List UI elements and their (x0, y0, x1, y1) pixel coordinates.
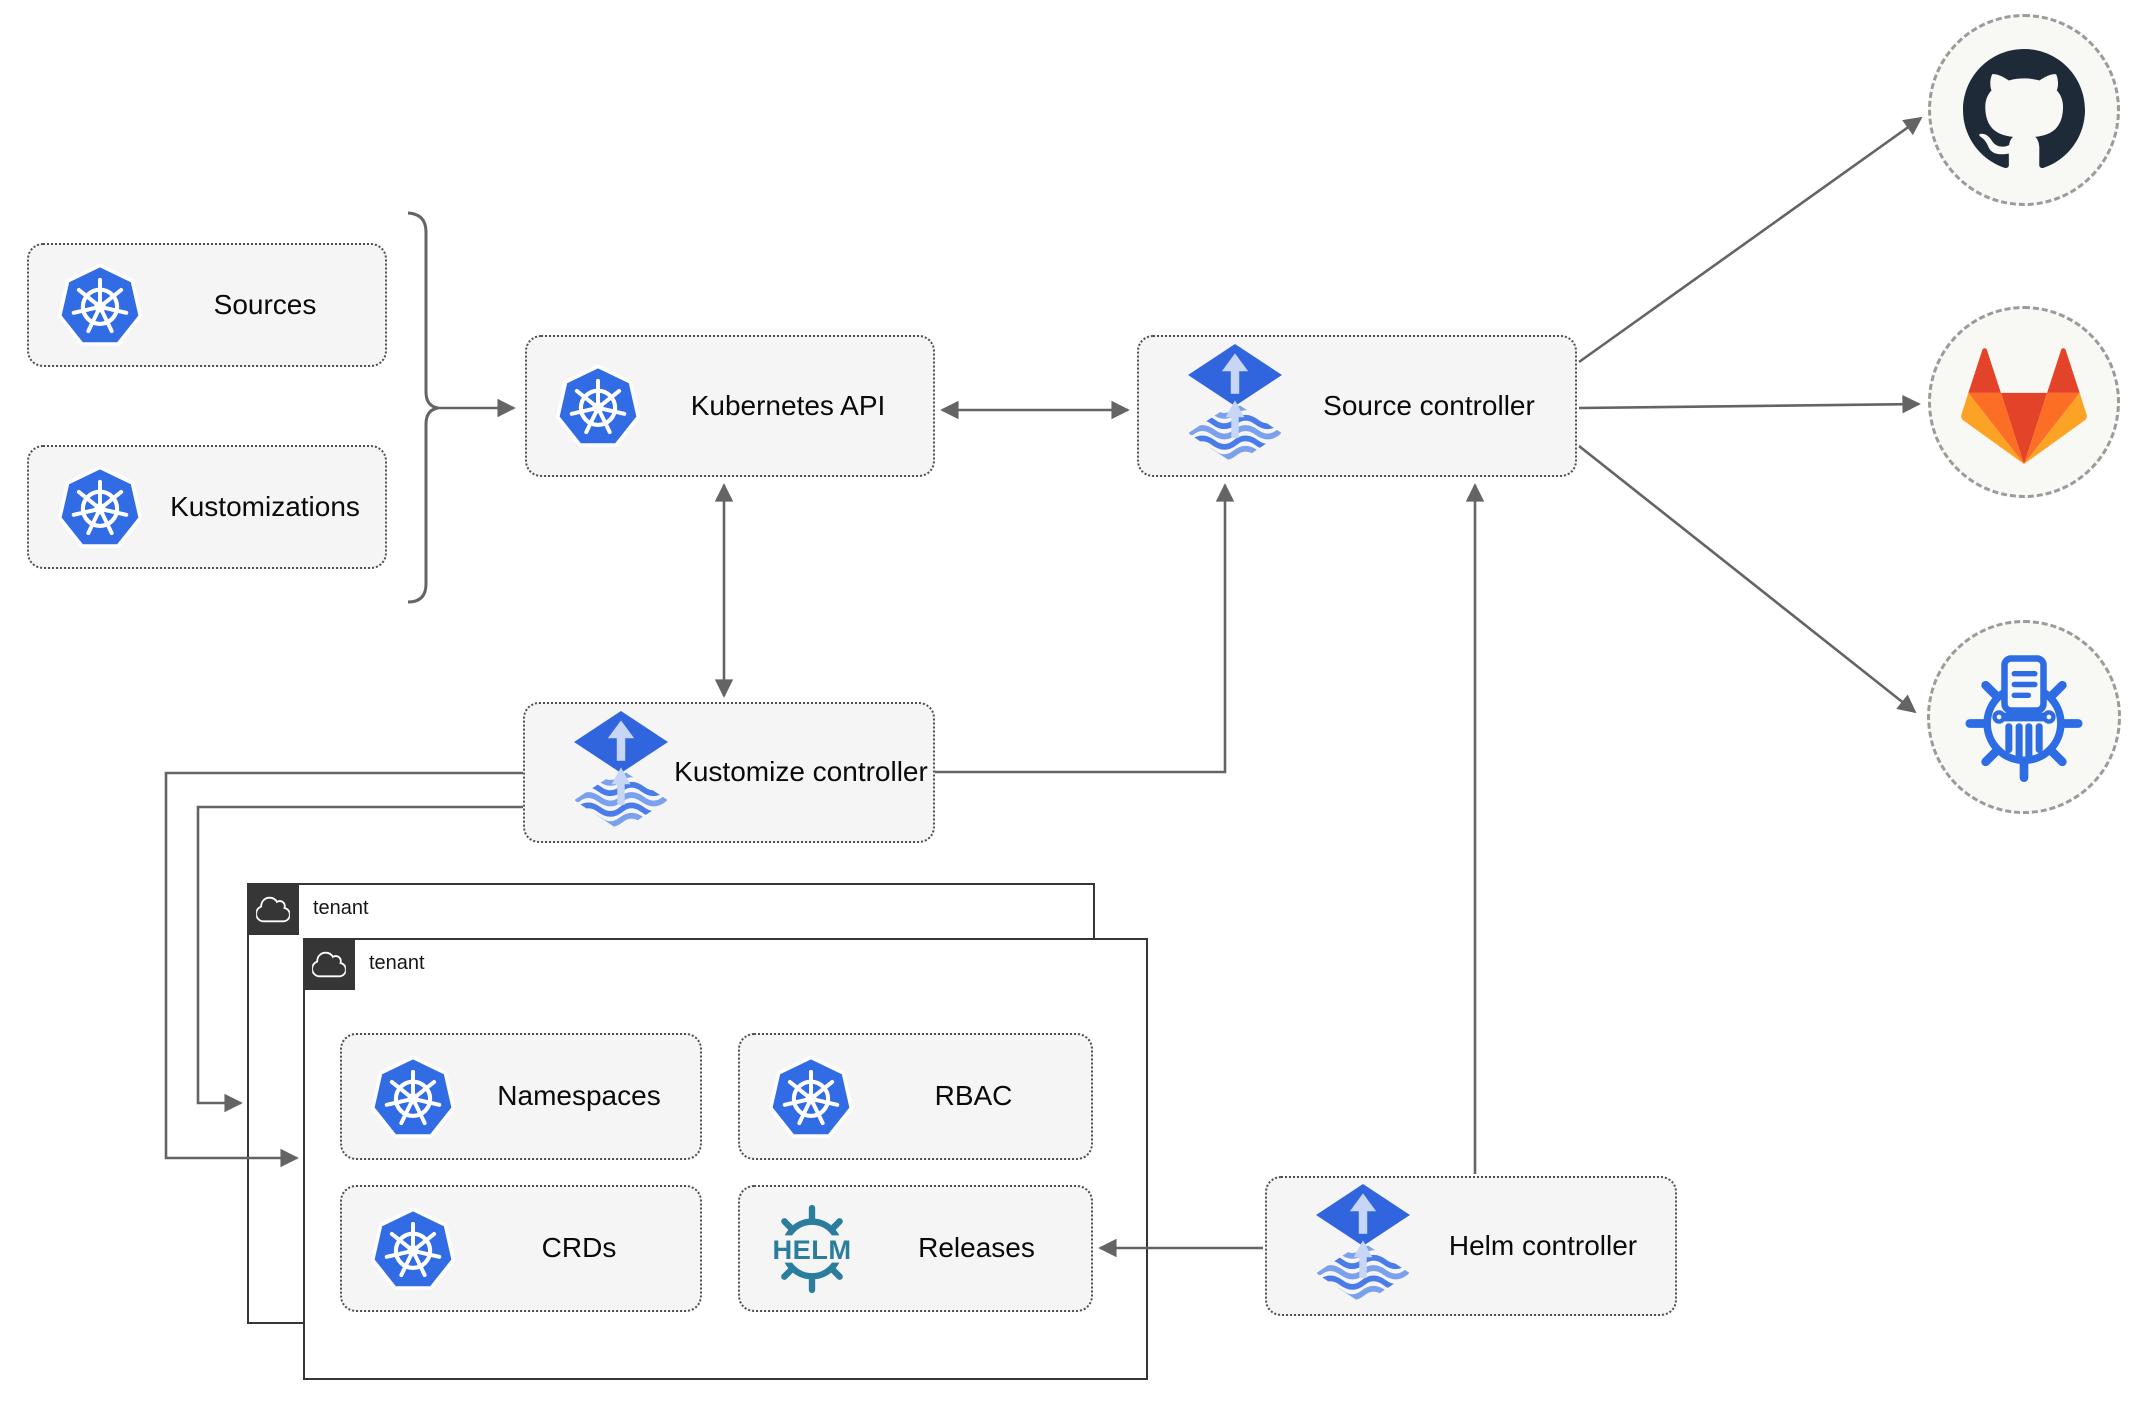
edge-bracket-sources-group (407, 211, 439, 604)
kubernetes-icon (368, 1203, 458, 1295)
node-label: Releases (918, 1232, 1035, 1264)
node-namespaces: Namespaces (340, 1033, 702, 1160)
cloud-icon (256, 896, 290, 923)
node-crds: CRDs (340, 1185, 702, 1312)
node-helm-controller: Helm controller (1265, 1176, 1677, 1316)
tenant-header (247, 883, 299, 935)
flux-icon (1187, 344, 1283, 468)
node-kustomize-controller: Kustomize controller (523, 702, 935, 843)
node-label: RBAC (934, 1080, 1013, 1112)
node-label: CRDs (541, 1232, 617, 1264)
node-rbac: RBAC (738, 1033, 1093, 1160)
helm-wordmark: HELM (772, 1234, 851, 1265)
node-label: Kustomize controller (674, 756, 928, 788)
node-label: Helm controller (1448, 1229, 1638, 1261)
edge-kustomize-controller-to-source-controller (935, 483, 1235, 774)
gitlab-icon (1961, 339, 2087, 465)
helm-icon: HELM (763, 1204, 861, 1293)
edge-source-controller-to-helm-repository (1578, 444, 1917, 714)
helm-repository-node (1927, 620, 2121, 814)
kubernetes-icon (55, 259, 145, 351)
edge-source-controller-to-gitlab (1578, 394, 1921, 414)
tenant-label: tenant (313, 897, 369, 919)
node-label: Source controller (1323, 389, 1535, 421)
kubernetes-icon (368, 1051, 458, 1143)
node-label: Kustomizations (170, 490, 360, 522)
github-icon (1963, 49, 2085, 171)
kubernetes-icon (55, 461, 145, 553)
node-releases: HELM Releases (738, 1185, 1093, 1312)
node-label: Namespaces (497, 1080, 661, 1112)
tenant-header (303, 938, 355, 990)
github-node (1928, 14, 2120, 206)
kubernetes-icon (553, 360, 643, 452)
node-label: Sources (213, 288, 317, 320)
node-kubernetes-api: Kubernetes API (525, 335, 935, 477)
tenant-label: tenant (369, 952, 425, 974)
gitlab-node (1928, 306, 2120, 498)
helm-repository-icon (1959, 652, 2089, 782)
cloud-icon (312, 951, 346, 978)
flux-icon (573, 711, 669, 835)
node-kustomizations: Kustomizations (27, 445, 387, 569)
kubernetes-icon (766, 1051, 856, 1143)
edge-source-controller-to-github (1578, 116, 1923, 364)
node-source-controller: Source controller (1137, 335, 1577, 477)
flux-icon (1315, 1184, 1411, 1308)
node-label: Kubernetes API (690, 389, 886, 421)
node-sources: Sources (27, 243, 387, 367)
